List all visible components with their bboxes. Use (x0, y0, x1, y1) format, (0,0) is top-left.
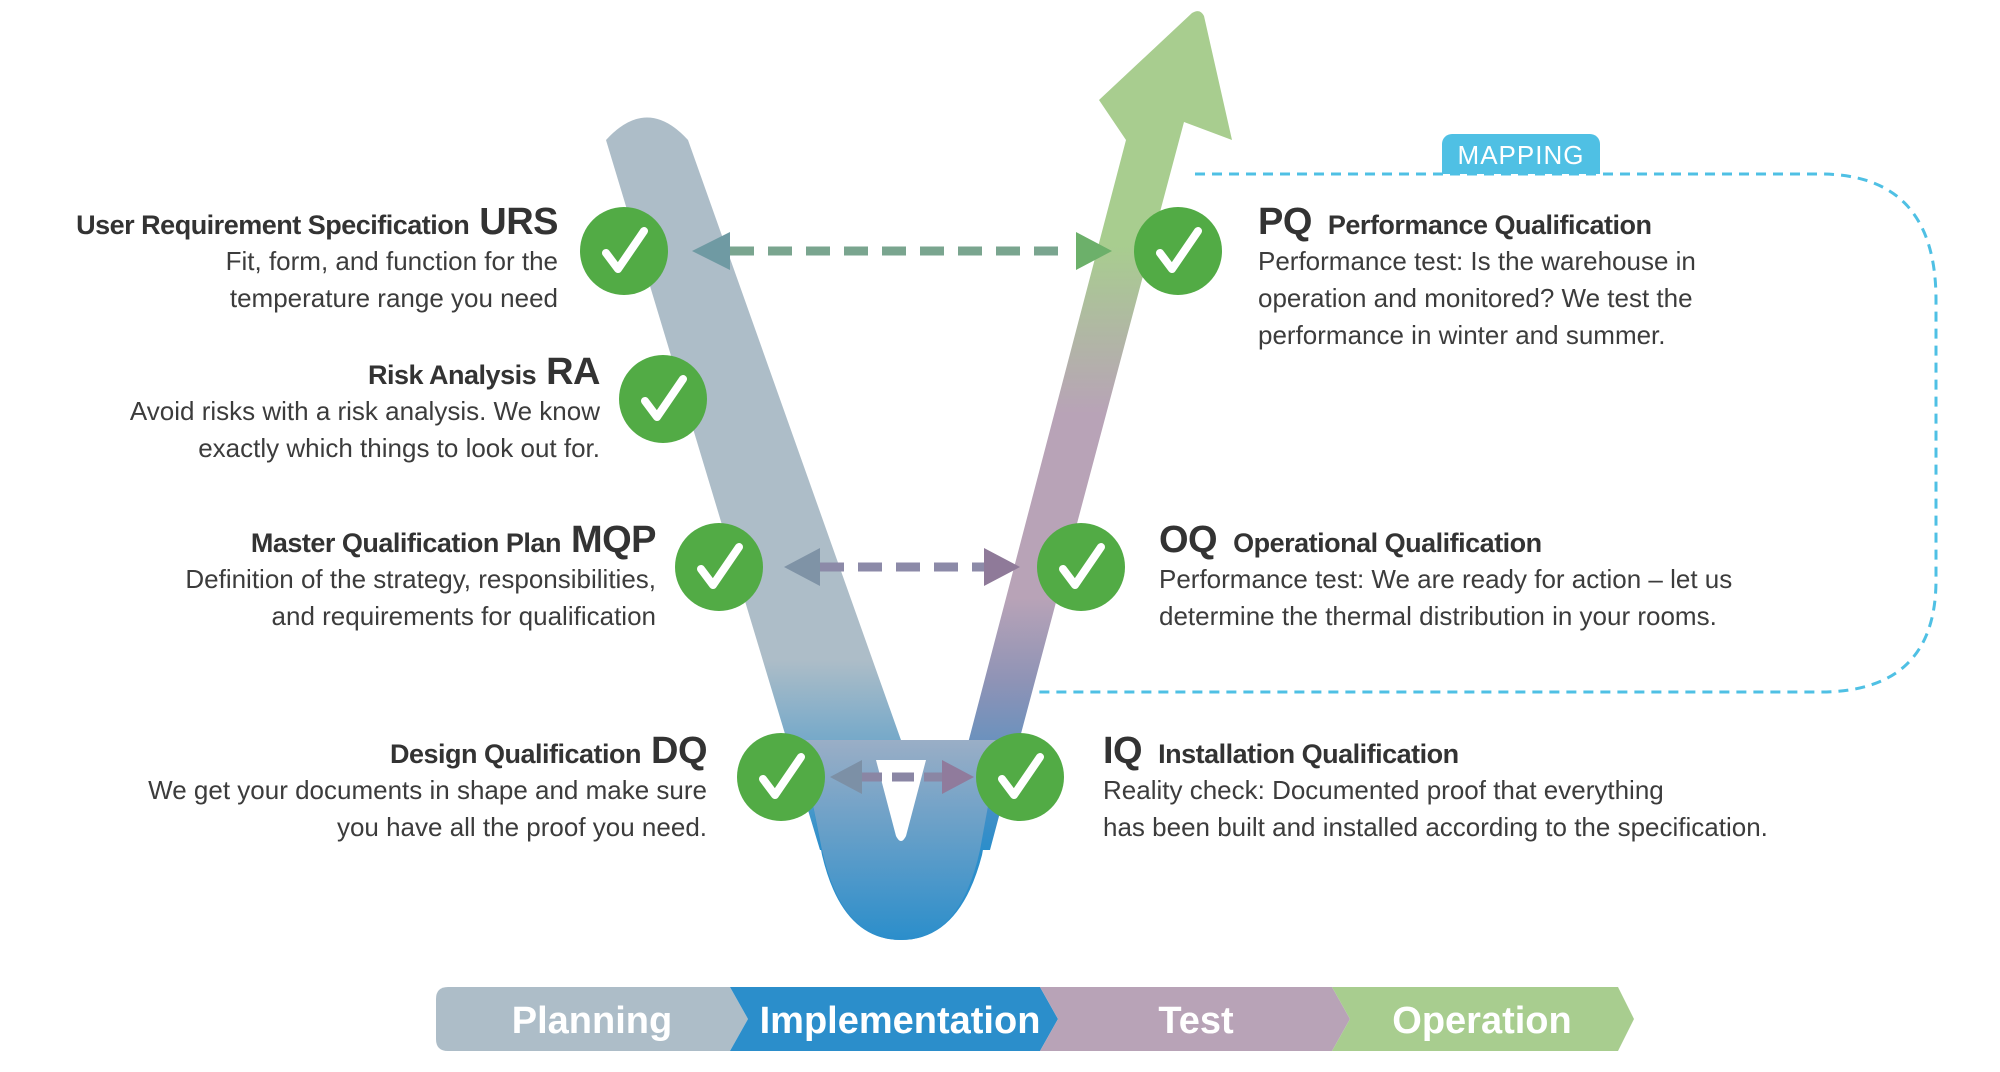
step-title: Master Qualification Plan (250, 528, 562, 558)
checkmark-glyph (602, 227, 648, 273)
check-icon-iq (976, 733, 1064, 821)
phase-bar: Planning Implementation Test Operation (436, 987, 1634, 1051)
step-urs: User Requirement Specification URS Fit, f… (76, 201, 558, 317)
step-desc-line: exactly which things to look out for. (198, 433, 600, 463)
check-circle (580, 207, 668, 295)
checkmark-glyph (759, 753, 805, 799)
checkmark-glyph (1156, 227, 1202, 273)
check-icon-oq (1037, 523, 1125, 611)
step-abbr: IQ (1103, 730, 1143, 772)
checkmark-glyph (641, 375, 687, 421)
check-icon-dq (737, 733, 825, 821)
step-title: Performance Qualification (1327, 210, 1652, 240)
step-desc-line: has been built and installed according t… (1103, 812, 1768, 842)
check-circle (737, 733, 825, 821)
step-ra: Risk Analysis RA Avoid risks with a risk … (129, 351, 601, 467)
step-desc-line: We get your documents in shape and make … (148, 775, 707, 805)
phase-label-implementation: Implementation (760, 1000, 1041, 1042)
check-circle (976, 733, 1064, 821)
mapping-label: MAPPING (1442, 134, 1600, 174)
step-desc-line: Avoid risks with a risk analysis. We kno… (129, 396, 600, 426)
step-title: Risk Analysis (368, 360, 537, 390)
v-right-arm-arrow (940, 11, 1232, 851)
check-circle (1134, 207, 1222, 295)
step-abbr: MQP (570, 519, 657, 561)
step-desc-line: Performance test: Is the warehouse in (1258, 246, 1696, 276)
check-icon-pq (1134, 207, 1222, 295)
step-title: Installation Qualification (1158, 739, 1459, 769)
checkmark-glyph (1059, 543, 1105, 589)
step-title: Design Qualification (389, 739, 642, 769)
link-mqp-oq (784, 548, 1020, 586)
step-desc-line: Definition of the strategy, responsibili… (185, 564, 656, 594)
check-icon-mqp (675, 523, 763, 611)
step-iq: IQ Installation Qualification Reality che… (1103, 730, 1768, 846)
checkmark-glyph (998, 753, 1044, 799)
step-desc-line: Fit, form, and function for the (225, 246, 558, 276)
check-circle (1037, 523, 1125, 611)
phase-label-test: Test (1158, 1000, 1234, 1042)
step-abbr: DQ (651, 730, 708, 772)
step-desc-line: operation and monitored? We test the (1258, 283, 1693, 313)
step-desc-line: determine the thermal distribution in yo… (1159, 601, 1717, 631)
step-desc-line: temperature range you need (229, 283, 558, 313)
phase-label-planning: Planning (512, 1000, 672, 1042)
check-circle (619, 355, 707, 443)
step-abbr: URS (479, 201, 558, 243)
v-left-arm (606, 117, 940, 850)
step-oq: OQ Operational Qualification Performance … (1159, 519, 1733, 635)
step-desc-line: Performance test: We are ready for actio… (1159, 564, 1733, 594)
link-urs-pq (692, 232, 1112, 270)
mapping-loop (1036, 172, 1938, 694)
step-title: Operational Qualification (1233, 528, 1542, 558)
check-icon-urs (580, 207, 668, 295)
link-dq-iq (830, 760, 974, 794)
step-abbr: RA (546, 351, 600, 393)
step-desc-line: Reality check: Documented proof that eve… (1103, 775, 1664, 805)
step-abbr: PQ (1258, 201, 1312, 243)
phase-implementation[interactable] (730, 987, 1058, 1051)
check-circle (675, 523, 763, 611)
phase-operation[interactable] (1332, 987, 1634, 1051)
step-dq: Design Qualification DQ We get your docum… (148, 730, 708, 846)
phase-label-operation: Operation (1392, 1000, 1571, 1042)
step-desc-line: performance in winter and summer. (1258, 320, 1666, 350)
phase-planning[interactable] (436, 987, 748, 1051)
step-abbr: OQ (1159, 519, 1218, 561)
phase-test[interactable] (1040, 987, 1350, 1051)
step-pq: PQ Performance Qualification Performance … (1258, 201, 1696, 354)
step-mqp: Master Qualification Plan MQP Definition … (185, 519, 657, 635)
checkmark-glyph (697, 543, 743, 589)
step-title: User Requirement Specification (76, 210, 470, 240)
step-desc-line: and requirements for qualification (271, 601, 656, 631)
step-desc-line: you have all the proof you need. (336, 812, 707, 842)
check-icon-ra (619, 355, 707, 443)
